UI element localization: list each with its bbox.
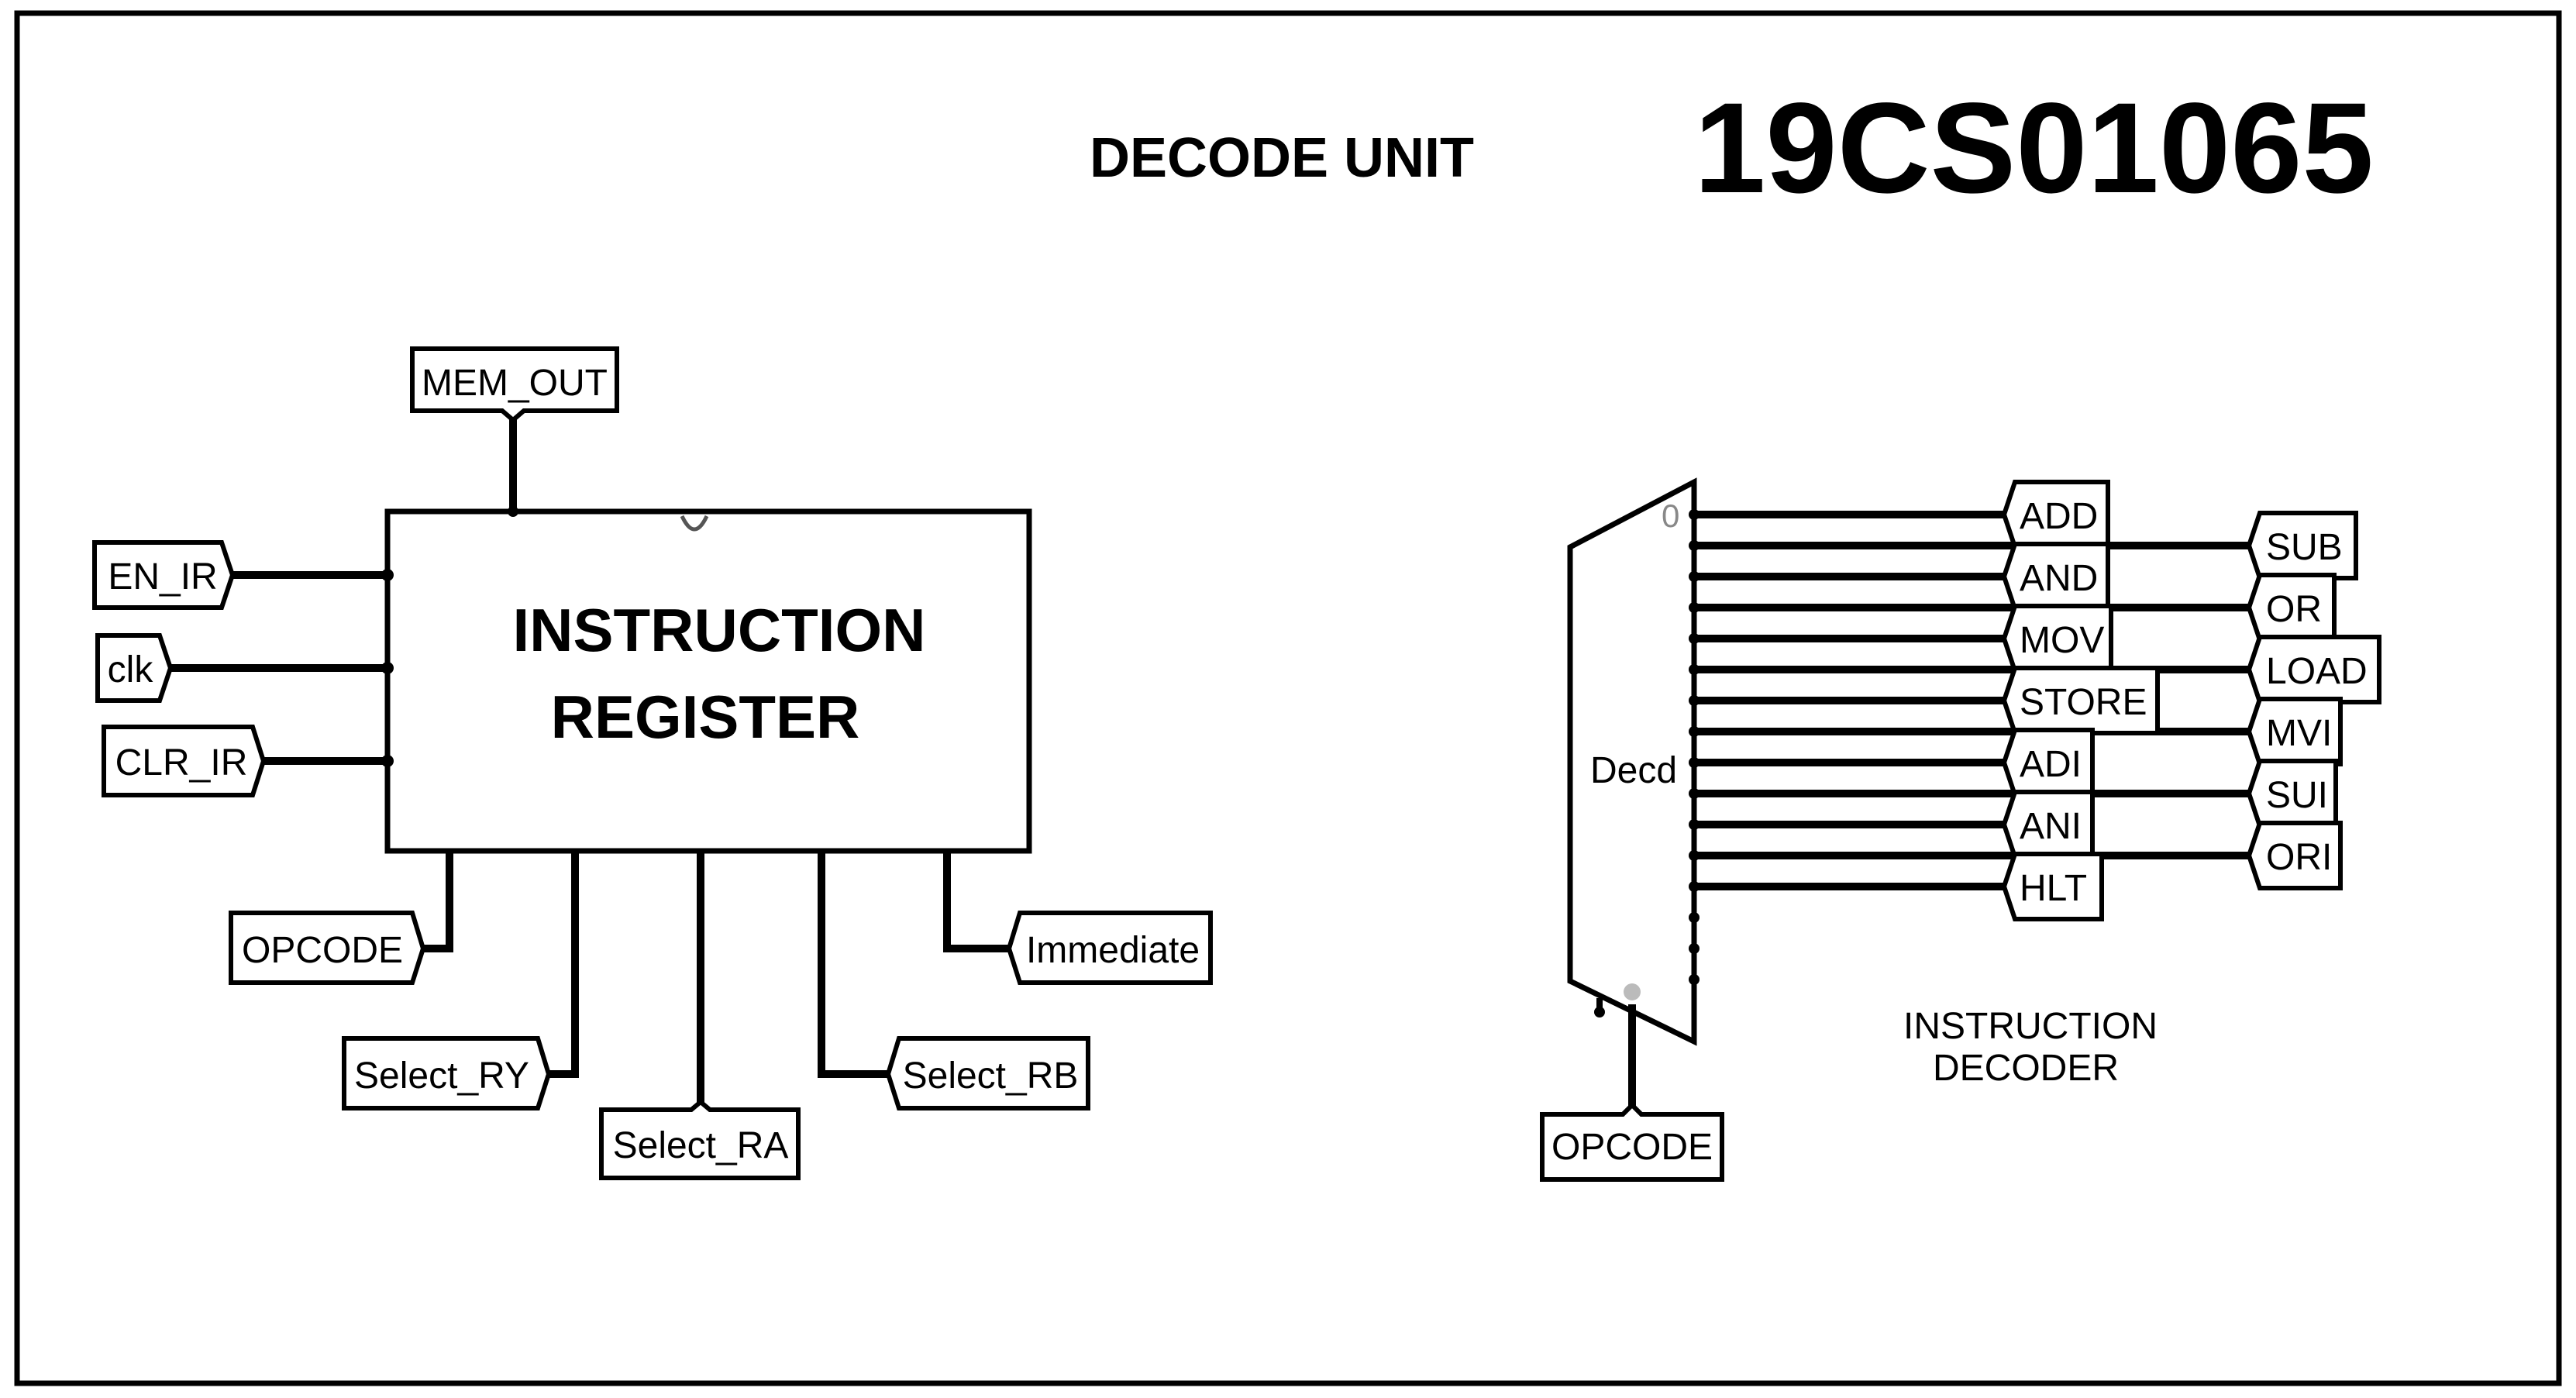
en-ir-label: EN_IR: [108, 556, 217, 597]
instruction-register: INSTRUCTION REGISTER: [384, 508, 1032, 854]
decoder-output-wires: [1694, 511, 2260, 890]
ani-label: ANI: [2020, 806, 2082, 847]
clock-edge-mark: [680, 515, 709, 532]
decoder-caption-line1: INSTRUCTION: [1903, 1006, 2158, 1047]
instruction-decoder: 0 Decd OPCODE ADD AND: [1540, 477, 2381, 1182]
sub-label: SUB: [2266, 527, 2343, 568]
or-label: OR: [2266, 589, 2322, 630]
decoder-output-dots: [1689, 509, 1700, 985]
add-label: ADD: [2020, 496, 2098, 537]
decoder-opcode-pin: OPCODE: [1540, 1101, 1724, 1182]
ori-label: ORI: [2266, 837, 2332, 878]
decoder-enable-dot: [1624, 983, 1641, 1000]
decoder-opcode-label: OPCODE: [1551, 1127, 1713, 1168]
en-ir-pin: EN_IR: [92, 540, 394, 610]
instruction-register-label-line2: REGISTER: [551, 683, 860, 751]
instruction-register-label-line1: INSTRUCTION: [513, 596, 926, 664]
load-label: LOAD: [2266, 651, 2368, 692]
decoder-output-ani: ANI: [2001, 790, 2095, 859]
student-id: 19CS01065: [1694, 77, 2374, 220]
sui-label: SUI: [2266, 775, 2328, 816]
immediate-label: Immediate: [1026, 930, 1200, 971]
decoder-first-index: 0: [1662, 498, 1679, 534]
select-ra-label: Select_RA: [613, 1125, 789, 1166]
mvi-label: MVI: [2266, 713, 2332, 754]
select-ra-pin: Select_RA: [599, 851, 801, 1180]
select-ry-pin: Select_RY: [342, 851, 579, 1110]
decoder-output-mov: MOV: [2001, 604, 2113, 673]
clk-label: clk: [108, 649, 154, 690]
clk-pin: clk: [95, 633, 394, 703]
mov-label: MOV: [2020, 620, 2104, 661]
select-rb-label: Select_RB: [903, 1055, 1079, 1097]
store-label: STORE: [2020, 682, 2147, 723]
diagram-title: DECODE UNIT: [1090, 127, 1474, 189]
select-rb-pin: Select_RB: [818, 851, 1090, 1110]
decoder-output-load: LOAD: [2246, 635, 2381, 704]
decoder-output-add: ADD: [2001, 480, 2110, 549]
decoder-output-and: AND: [2001, 542, 2110, 611]
clr-ir-label: CLR_IR: [115, 742, 248, 783]
decoder-output-hlt: HLT: [2001, 852, 2104, 921]
diagram-frame: [14, 10, 2562, 1386]
clr-ir-pin: CLR_IR: [102, 725, 394, 797]
decoder-output-sub: SUB: [2246, 511, 2358, 580]
mem-out-label: MEM_OUT: [422, 363, 608, 404]
hlt-label: HLT: [2020, 868, 2087, 909]
and-label: AND: [2020, 558, 2098, 599]
decoder-output-mvi: MVI: [2246, 697, 2343, 766]
decoder-output-sui: SUI: [2246, 759, 2338, 828]
decoder-output-ori: ORI: [2246, 821, 2343, 890]
opcode-output-label: OPCODE: [242, 930, 403, 971]
decoder-output-or: OR: [2246, 573, 2337, 642]
select-ry-label: Select_RY: [354, 1055, 529, 1097]
mem-out-pin: MEM_OUT: [410, 346, 619, 517]
instruction-register-box: [384, 508, 1032, 854]
decoder-output-store: STORE: [2001, 666, 2160, 735]
decoder-body: [1567, 477, 1697, 1046]
opcode-output-pin: OPCODE: [229, 851, 453, 985]
immediate-pin: Immediate: [943, 851, 1213, 985]
decoder-output-adi: ADI: [2001, 728, 2095, 797]
decoder-caption-line2: DECODER: [1933, 1048, 2119, 1089]
adi-label: ADI: [2020, 744, 2082, 785]
decoder-label: Decd: [1590, 750, 1677, 791]
